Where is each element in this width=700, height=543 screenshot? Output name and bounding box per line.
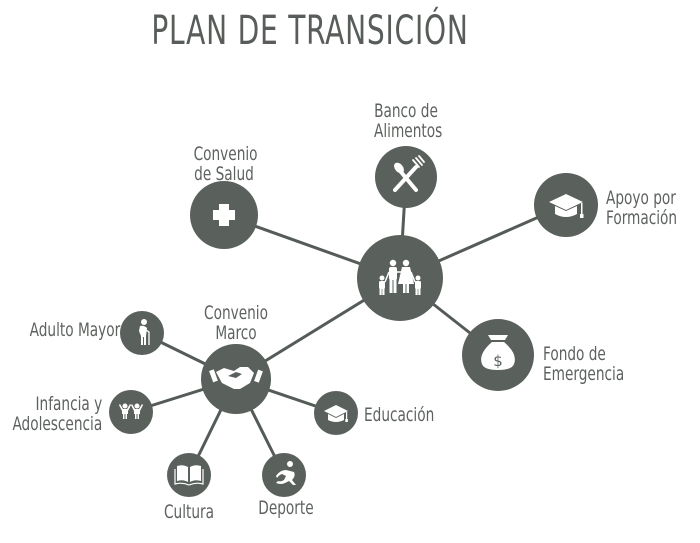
runner-icon bbox=[276, 461, 296, 485]
graduation-cap-icon bbox=[324, 405, 348, 422]
label-line: Alimentos bbox=[374, 120, 443, 142]
node-deporte[interactable] bbox=[262, 453, 306, 497]
label-deporte: Deporte bbox=[258, 497, 314, 519]
node-fondo-de-emergencia[interactable]: $ bbox=[462, 319, 534, 391]
label-line: Formación bbox=[606, 207, 678, 229]
graduation-cap-icon bbox=[549, 194, 584, 218]
label-convenio-marco: Convenio Marco bbox=[204, 303, 268, 343]
medical-cross-icon bbox=[213, 204, 235, 226]
elderly-person-icon bbox=[139, 319, 150, 345]
page-title: PLAN DE TRANSICIÓN bbox=[151, 8, 469, 54]
label-line: Marco bbox=[215, 322, 257, 344]
label-line: Banco de bbox=[374, 100, 438, 122]
label-apoyo-por-formacion: Apoyo por Formación bbox=[606, 188, 677, 228]
fork-spoon-icon bbox=[393, 155, 425, 192]
label-line: Infancia y bbox=[35, 393, 102, 415]
children-icon bbox=[119, 403, 143, 419]
label-line: de Salud bbox=[194, 163, 254, 185]
label-line: Apoyo por bbox=[606, 187, 676, 209]
label-infancia-adolescencia: Infancia y Adolescencia bbox=[12, 394, 102, 434]
label-cultura: Cultura bbox=[163, 501, 215, 523]
money-bag-icon: $ bbox=[481, 335, 515, 370]
node-cultura[interactable] bbox=[167, 453, 211, 497]
node-infancia-adolescencia[interactable] bbox=[109, 390, 153, 434]
node-banco-de-alimentos[interactable] bbox=[375, 146, 437, 208]
book-icon bbox=[174, 465, 204, 486]
label-banco-de-alimentos: Banco de Alimentos bbox=[374, 100, 443, 142]
hub-node[interactable] bbox=[357, 235, 443, 321]
node-educacion[interactable] bbox=[314, 391, 358, 435]
label-fondo-de-emergencia: Fondo de Emergencia bbox=[543, 344, 624, 384]
label-adulto-mayor: Adulto Mayor bbox=[29, 319, 120, 341]
handshake-icon bbox=[209, 367, 263, 395]
svg-text:$: $ bbox=[493, 352, 503, 370]
label-line: Adolescencia bbox=[12, 413, 102, 435]
label-line: Convenio bbox=[193, 143, 258, 165]
label-line: Fondo de bbox=[543, 343, 606, 365]
family-icon bbox=[379, 259, 421, 295]
label-line: Emergencia bbox=[543, 363, 625, 385]
node-convenio-de-salud[interactable] bbox=[190, 181, 258, 249]
node-convenio-marco[interactable] bbox=[201, 344, 271, 414]
label-convenio-de-salud: Convenio de Salud bbox=[193, 143, 258, 185]
label-educacion: Educación bbox=[364, 404, 435, 426]
node-adulto-mayor[interactable] bbox=[120, 311, 164, 355]
node-apoyo-por-formacion[interactable] bbox=[534, 173, 598, 237]
label-line: Convenio bbox=[204, 302, 268, 324]
